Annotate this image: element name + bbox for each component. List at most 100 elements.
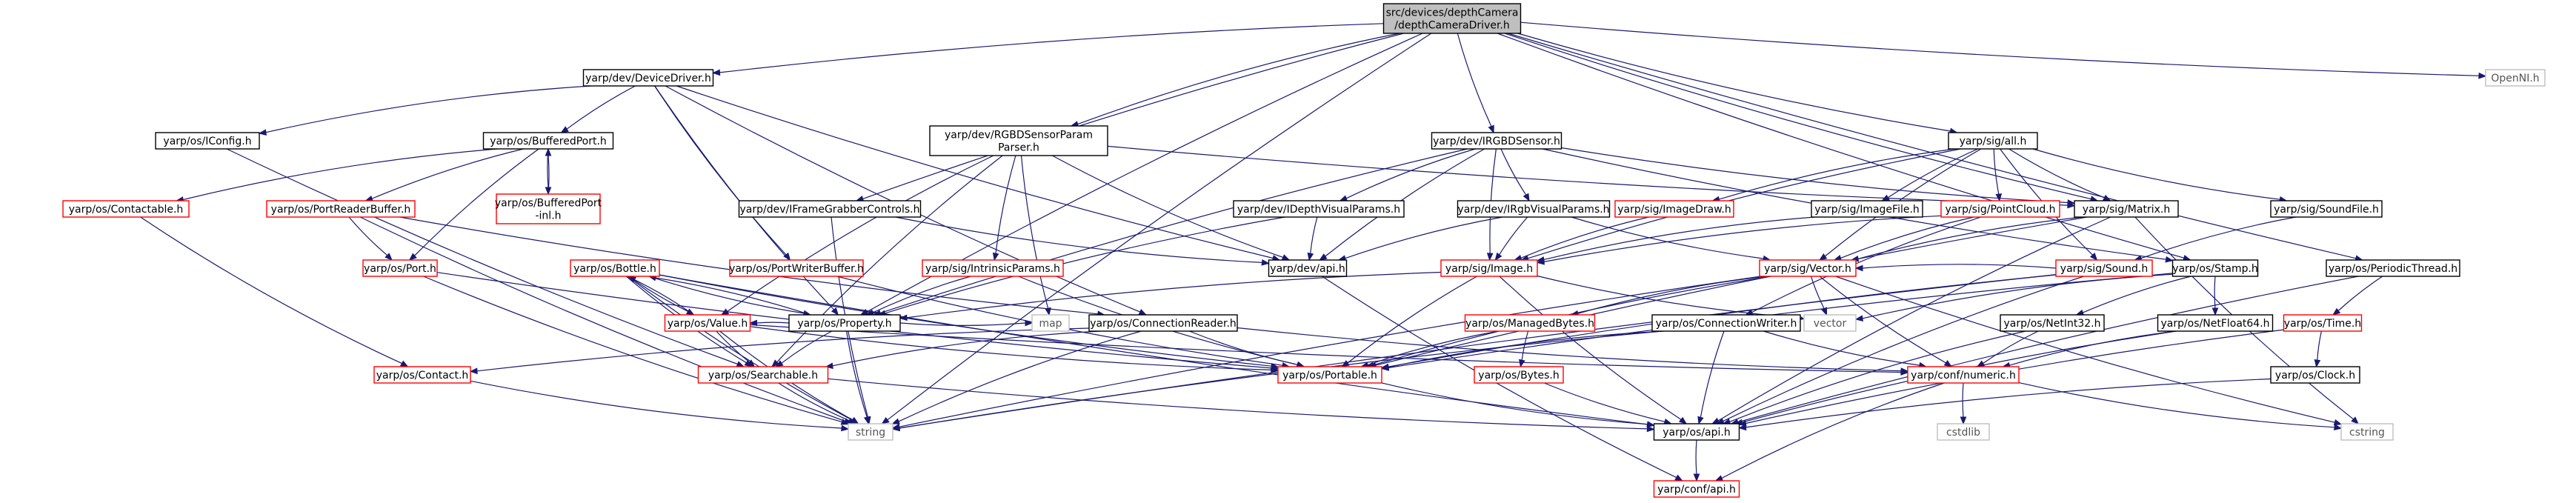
node-bytes[interactable]: yarp/os/Bytes.h <box>1474 366 1564 384</box>
node-label: yarp/os/BufferedPort <box>495 198 602 210</box>
edge-devicedriver-to-bufferedport <box>560 85 636 133</box>
node-label: yarp/dev/DeviceDriver.h <box>585 73 711 84</box>
node-box <box>1651 314 1801 332</box>
node-box <box>1811 200 1923 218</box>
edge-line <box>887 33 1432 421</box>
node-label: string <box>856 427 885 439</box>
node-bufferedport[interactable]: yarp/os/BufferedPort.h <box>482 132 614 150</box>
node-box <box>929 125 1108 156</box>
node-sigall[interactable]: yarp/sig/all.h <box>1948 132 2038 150</box>
edge-property-to-searchable <box>775 330 832 367</box>
node-netfloat64[interactable]: yarp/os/NetFloat64.h <box>2157 314 2274 332</box>
node-clock[interactable]: yarp/os/Clock.h <box>2270 366 2360 384</box>
node-image[interactable]: yarp/sig/Image.h <box>1440 259 1538 277</box>
node-confapi[interactable]: yarp/conf/api.h <box>1653 480 1740 498</box>
node-portwriterbuffer[interactable]: yarp/os/PortWriterBuffer.h <box>729 259 864 277</box>
edge-sound-to-vector <box>1854 264 2057 272</box>
node-box <box>922 259 1064 277</box>
node-box <box>1457 200 1611 218</box>
node-portreaderbuffer[interactable]: yarp/os/PortReaderBuffer.h <box>266 200 416 218</box>
node-bufferedportinl[interactable]: yarp/os/BufferedPort-inl.h <box>495 193 602 224</box>
node-property[interactable]: yarp/os/Property.h <box>788 314 901 332</box>
edge-arrowhead <box>1854 315 1863 322</box>
node-box <box>1653 423 1740 441</box>
edge-line <box>1520 216 1649 259</box>
node-idepthvisual[interactable]: yarp/dev/IDepthVisualParams.h <box>1233 200 1405 218</box>
edge-arrowhead <box>1341 360 1350 367</box>
node-box <box>1088 314 1238 332</box>
edge-arrowhead <box>1522 193 1530 202</box>
node-portable[interactable]: yarp/os/Portable.h <box>1277 366 1382 384</box>
edge-bufferedport-to-contactable <box>175 148 498 203</box>
node-irgbvisual[interactable]: yarp/dev/IRgbVisualParams.h <box>1457 200 1611 218</box>
node-box <box>1937 423 1990 441</box>
node-label: yarp/os/ConnectionWriter.h <box>1656 318 1797 330</box>
edge-arrowhead <box>831 307 839 316</box>
node-bottle[interactable]: yarp/os/Bottle.h <box>570 259 660 277</box>
node-managedbytes[interactable]: yarp/os/ManagedBytes.h <box>1464 314 1596 332</box>
edge-arrowhead <box>469 367 478 375</box>
edge-line <box>1544 382 1665 422</box>
node-periodicthread[interactable]: yarp/os/PeriodicThread.h <box>2326 259 2460 277</box>
node-label: yarp/os/PeriodicThread.h <box>2329 263 2457 275</box>
node-value[interactable]: yarp/os/Value.h <box>664 314 751 332</box>
node-iframegrabber[interactable]: yarp/dev/IFrameGrabberControls.h <box>738 200 922 218</box>
edge-arrowhead <box>1674 474 1683 482</box>
node-box <box>1614 200 1734 218</box>
node-imagedraw[interactable]: yarp/sig/ImageDraw.h <box>1614 200 1734 218</box>
edge-line <box>1983 330 2039 364</box>
node-label: /depthCameraDriver.h <box>1394 20 1510 32</box>
node-connwriter[interactable]: yarp/os/ConnectionWriter.h <box>1651 314 1801 332</box>
node-box <box>1277 366 1382 384</box>
edge-periodicthread-to-time <box>2332 276 2383 316</box>
node-box <box>2326 259 2460 277</box>
node-box <box>1268 259 1348 277</box>
node-time[interactable]: yarp/os/Time.h <box>2283 314 2363 332</box>
node-numeric[interactable]: yarp/conf/numeric.h <box>1907 366 2020 384</box>
node-box <box>2157 314 2274 332</box>
node-devicedriver[interactable]: yarp/dev/DeviceDriver.h <box>582 69 714 87</box>
node-imagefile[interactable]: yarp/sig/ImageFile.h <box>1811 200 1923 218</box>
edge-iconfig-to-searchable <box>226 148 745 367</box>
edge-vector-to-managedbytes <box>1570 276 1767 317</box>
edge-property-to-map <box>899 319 1034 327</box>
node-devapi[interactable]: yarp/dev/api.h <box>1268 259 1348 277</box>
node-searchable[interactable]: yarp/os/Searchable.h <box>697 366 829 384</box>
node-sound[interactable]: yarp/sig/Sound.h <box>2055 259 2153 277</box>
node-box <box>788 314 901 332</box>
node-contactable[interactable]: yarp/os/Contactable.h <box>62 200 190 218</box>
edge-line <box>1500 148 1527 196</box>
node-irgbdsensor[interactable]: yarp/dev/IRGBDSensor.h <box>1431 132 1562 150</box>
node-contact[interactable]: yarp/os/Contact.h <box>373 366 471 384</box>
node-box <box>697 366 829 384</box>
edge-line <box>1737 276 2359 423</box>
edge-line <box>1719 148 1955 200</box>
edge-root-to-irgbdsensor <box>1457 33 1494 134</box>
edge-line <box>1504 33 2091 200</box>
edge-irgbdsensor-to-matrix <box>1561 147 2076 206</box>
edge-line <box>371 148 524 199</box>
node-stamp[interactable]: yarp/os/Stamp.h <box>2171 259 2259 277</box>
edge-line <box>1745 378 2272 428</box>
node-vector[interactable]: yarp/sig/Vector.h <box>1759 259 1857 277</box>
node-port[interactable]: yarp/os/Port.h <box>362 259 438 277</box>
node-matrix[interactable]: yarp/sig/Matrix.h <box>2074 200 2179 218</box>
edge-line <box>1052 155 1283 258</box>
node-netint32[interactable]: yarp/os/NetInt32.h <box>2000 314 2105 332</box>
node-pointcloud[interactable]: yarp/sig/PointCloud.h <box>1940 200 2060 218</box>
node-soundfile[interactable]: yarp/sig/SoundFile.h <box>2270 200 2383 218</box>
node-intrinsic[interactable]: yarp/sig/IntrinsicParams.h <box>922 259 1064 277</box>
edge-line <box>348 216 387 256</box>
edge-line <box>872 276 971 313</box>
node-osapi[interactable]: yarp/os/api.h <box>1653 423 1740 441</box>
edge-line <box>1367 330 1499 366</box>
node-label: yarp/os/PortWriterBuffer.h <box>729 263 864 275</box>
edge-line <box>862 33 1404 199</box>
edge-managedbytes-to-bytes <box>1519 330 1529 368</box>
edge-line <box>716 330 750 363</box>
node-iconfig[interactable]: yarp/os/IConfig.h <box>155 132 260 150</box>
edge-line <box>1388 330 1664 368</box>
node-connreader[interactable]: yarp/os/ConnectionReader.h <box>1088 314 1238 332</box>
